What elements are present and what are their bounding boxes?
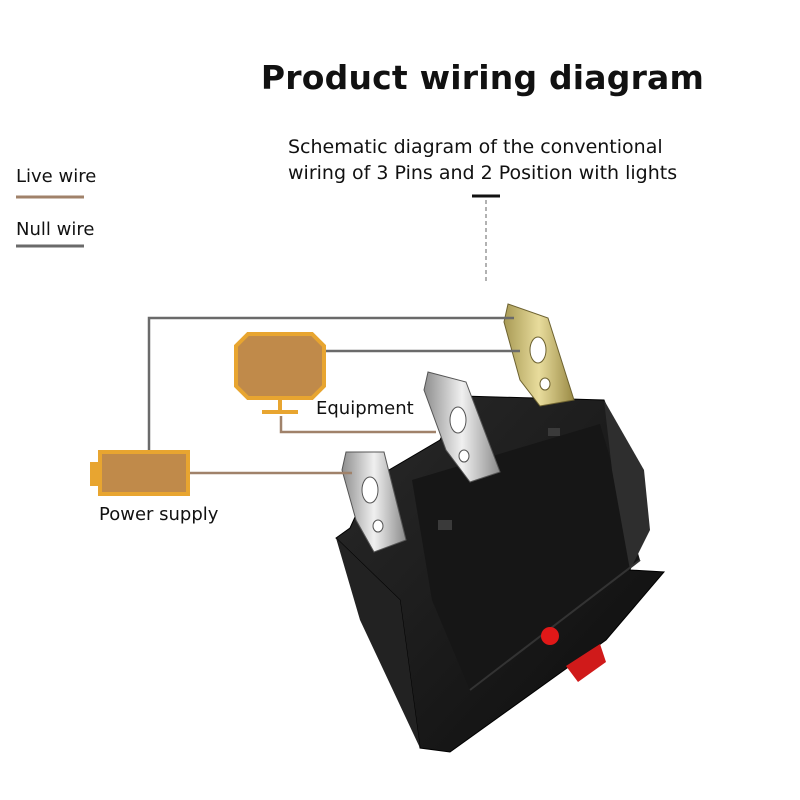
diagram-subtitle: Schematic diagram of the conventional wi… <box>288 136 678 184</box>
rocker-switch <box>335 395 666 753</box>
null-wire-power-to-gold-pin <box>147 316 514 454</box>
legend-null-wire-label: Null wire <box>16 219 95 240</box>
page-title: Product wiring diagram <box>260 58 705 97</box>
gold-pin <box>503 303 575 407</box>
indicator-lamp <box>541 627 559 645</box>
rocker-red-tab <box>566 644 606 682</box>
live-wire-equipment-to-middle-pin <box>279 416 436 434</box>
wires <box>147 316 520 475</box>
power-supply-label: Power supply <box>99 504 219 525</box>
subtitle-pointer <box>472 194 500 282</box>
equipment-label: Equipment <box>316 398 414 419</box>
equipment-icon <box>234 332 326 414</box>
silver-pin-middle <box>423 371 501 483</box>
legend-live-wire-label: Live wire <box>16 166 97 187</box>
power-supply-icon <box>90 450 190 496</box>
silver-pin-front <box>341 451 407 553</box>
